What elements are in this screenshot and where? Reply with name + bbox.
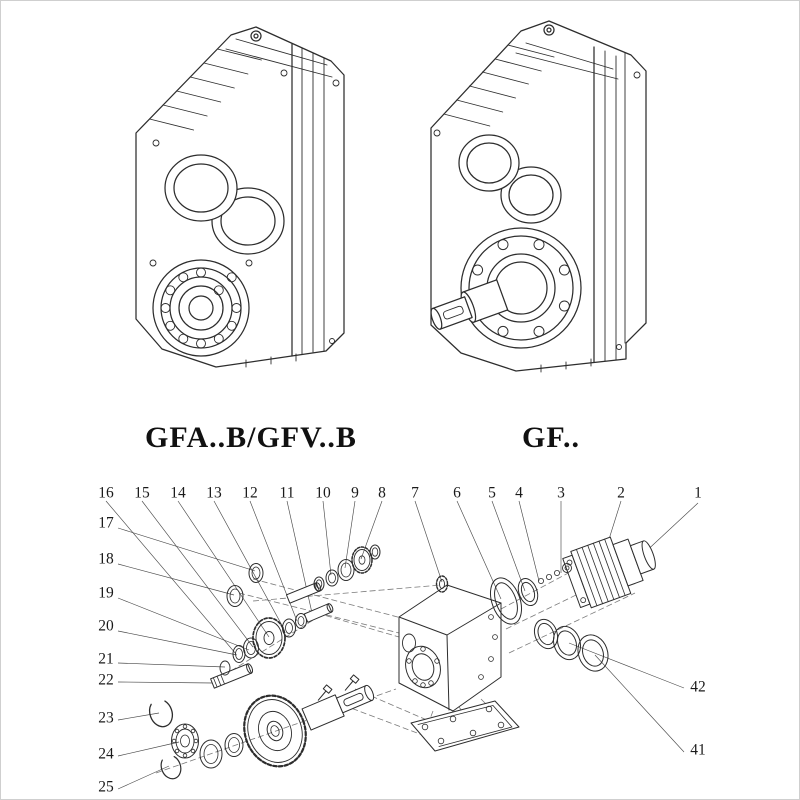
callout-42: 42 bbox=[690, 678, 706, 696]
callout-41: 41 bbox=[690, 741, 706, 759]
large-output-gear bbox=[243, 694, 307, 768]
callout-18: 18 bbox=[98, 550, 114, 568]
callout-8: 8 bbox=[378, 484, 386, 502]
callout-14: 14 bbox=[170, 484, 186, 502]
leader-lines bbox=[105, 500, 699, 790]
assembly-axis-lines bbox=[155, 562, 636, 774]
cover-plate bbox=[410, 700, 520, 752]
callout-9: 9 bbox=[351, 484, 359, 502]
callout-5: 5 bbox=[488, 484, 496, 502]
callout-10: 10 bbox=[315, 484, 331, 502]
callout-2: 2 bbox=[617, 484, 625, 502]
output-bearing bbox=[152, 259, 250, 357]
input-bores bbox=[458, 134, 562, 224]
bolt bbox=[317, 684, 333, 701]
callout-4: 4 bbox=[515, 484, 523, 502]
intermediate-shaft-parts bbox=[226, 544, 381, 607]
side-ribs bbox=[301, 47, 325, 355]
bolt bbox=[344, 674, 360, 691]
callout-11: 11 bbox=[279, 484, 295, 502]
callout-23: 23 bbox=[98, 709, 114, 727]
screws bbox=[433, 71, 641, 350]
gear-housing bbox=[398, 575, 502, 712]
output-stage-parts bbox=[148, 674, 375, 780]
callout-22: 22 bbox=[98, 671, 114, 689]
input-bores bbox=[164, 154, 285, 255]
callout-6: 6 bbox=[453, 484, 461, 502]
callout-1: 1 bbox=[694, 484, 702, 502]
eyebolt-hole bbox=[543, 24, 555, 36]
model-label-right: GF.. bbox=[522, 421, 580, 454]
callout-15: 15 bbox=[134, 484, 150, 502]
cooling-fins bbox=[149, 48, 262, 131]
output-shaft bbox=[301, 684, 375, 731]
output-shaft bbox=[430, 279, 509, 330]
callout-13: 13 bbox=[206, 484, 222, 502]
mounting-feet bbox=[245, 353, 297, 368]
cooling-fins bbox=[443, 44, 555, 127]
callout-12: 12 bbox=[242, 484, 258, 502]
model-label-left: GFA..B/GFV..B bbox=[145, 421, 357, 454]
output-side-rings bbox=[533, 618, 609, 672]
callout-21: 21 bbox=[98, 650, 114, 668]
callout-19: 19 bbox=[98, 584, 114, 602]
callout-20: 20 bbox=[98, 617, 114, 635]
gearbox-flange-mounted-drawing bbox=[135, 26, 345, 368]
callout-24: 24 bbox=[98, 745, 114, 763]
motor-adapter-assembly bbox=[562, 536, 656, 609]
gasket-and-shims bbox=[489, 563, 572, 625]
screws bbox=[149, 69, 340, 344]
eyebolt-hole bbox=[250, 30, 262, 42]
callout-16: 16 bbox=[98, 484, 114, 502]
exploded-view-drawing bbox=[105, 500, 699, 790]
callout-17: 17 bbox=[98, 514, 114, 532]
callout-7: 7 bbox=[411, 484, 419, 502]
gearbox-shaft-output-drawing bbox=[430, 20, 647, 373]
mounting-feet bbox=[540, 358, 592, 373]
second-stage-gear-cluster bbox=[210, 603, 334, 689]
callout-25: 25 bbox=[98, 778, 114, 796]
side-ribs bbox=[604, 50, 626, 362]
ball-bearing bbox=[171, 723, 199, 759]
callout-3: 3 bbox=[557, 484, 565, 502]
